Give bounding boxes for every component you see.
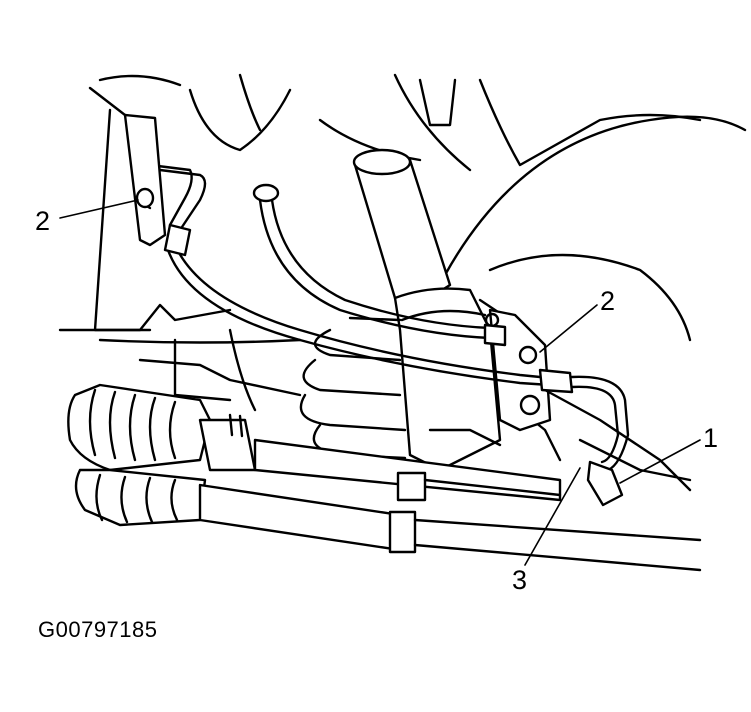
figure-id: G00797185 xyxy=(38,617,158,642)
strut-assembly xyxy=(352,148,562,472)
callout-2-right: 2 xyxy=(600,286,615,316)
coil-spring xyxy=(299,316,407,460)
callout-2-left: 2 xyxy=(35,206,50,236)
brake-lines xyxy=(148,163,630,507)
callout-3: 3 xyxy=(512,565,527,595)
callout-leaders xyxy=(59,199,701,566)
callout-1: 1 xyxy=(703,423,718,453)
left-mount-bracket xyxy=(123,113,167,247)
drive-shaft-boots xyxy=(67,383,702,572)
body-panels xyxy=(58,73,747,412)
knuckle-bracket xyxy=(484,308,692,492)
